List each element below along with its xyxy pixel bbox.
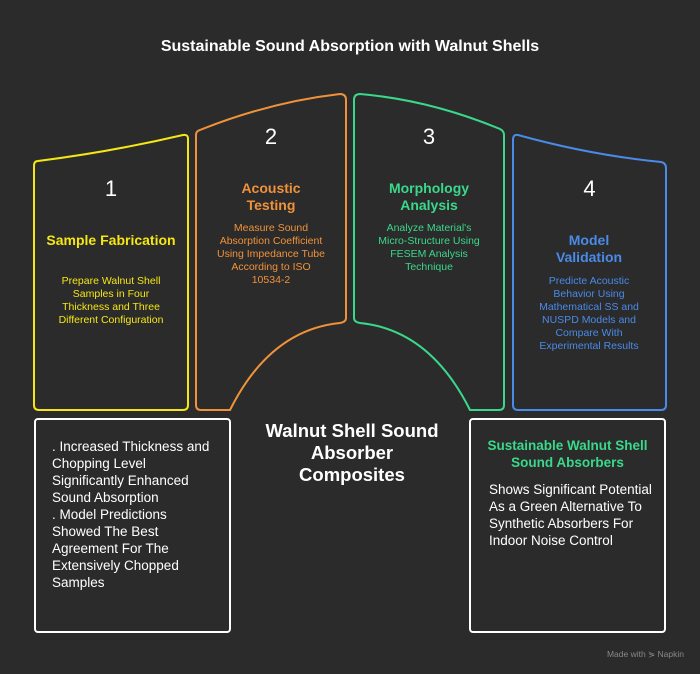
step-1-number: 1	[104, 176, 118, 201]
conclusion-heading: Sustainable Walnut Shell Sound Absorbers	[487, 438, 648, 470]
step-2-shape	[195, 92, 347, 411]
center-title: Walnut Shell Sound Absorber Composites	[265, 420, 439, 485]
step-3-number: 3	[422, 124, 436, 149]
footer-credit: Made with ⋟ Napkin	[606, 649, 684, 659]
step-3-description: Analyze Material's Micro-Structure Using…	[378, 222, 480, 273]
step-4-number: 4	[583, 176, 596, 201]
step-1-description: Prepare Walnut Shell Samples in Four Thi…	[58, 275, 164, 326]
step-2-heading: Acoustic Testing	[241, 180, 301, 213]
finding-2: . Model Predictions Showed The Best Agre…	[52, 507, 179, 590]
step-2-description: Measure Sound Absorption Coefficient Usi…	[217, 222, 325, 286]
step-1-heading: Sample Fabrication	[46, 232, 176, 248]
conclusion-text: Shows Significant Potential As a Green A…	[489, 482, 652, 548]
step-2-number: 2	[264, 124, 278, 149]
step-4-description: Predicte Acoustic Behavior Using Mathema…	[539, 275, 639, 352]
step-3-heading: Morphology Analysis	[388, 180, 470, 213]
diagram-title: Sustainable Sound Absorption with Walnut…	[160, 38, 540, 55]
finding-1: . Increased Thickness and Chopping Level…	[52, 439, 210, 505]
step-4-heading: Model Validation	[555, 232, 623, 265]
step-4-shape	[512, 133, 667, 411]
findings-box: . Increased Thickness and Chopping Level…	[34, 418, 231, 633]
conclusion-box: Sustainable Walnut Shell Sound Absorbers…	[469, 418, 666, 633]
step-3-shape	[353, 92, 505, 411]
step-1-shape	[33, 133, 189, 411]
